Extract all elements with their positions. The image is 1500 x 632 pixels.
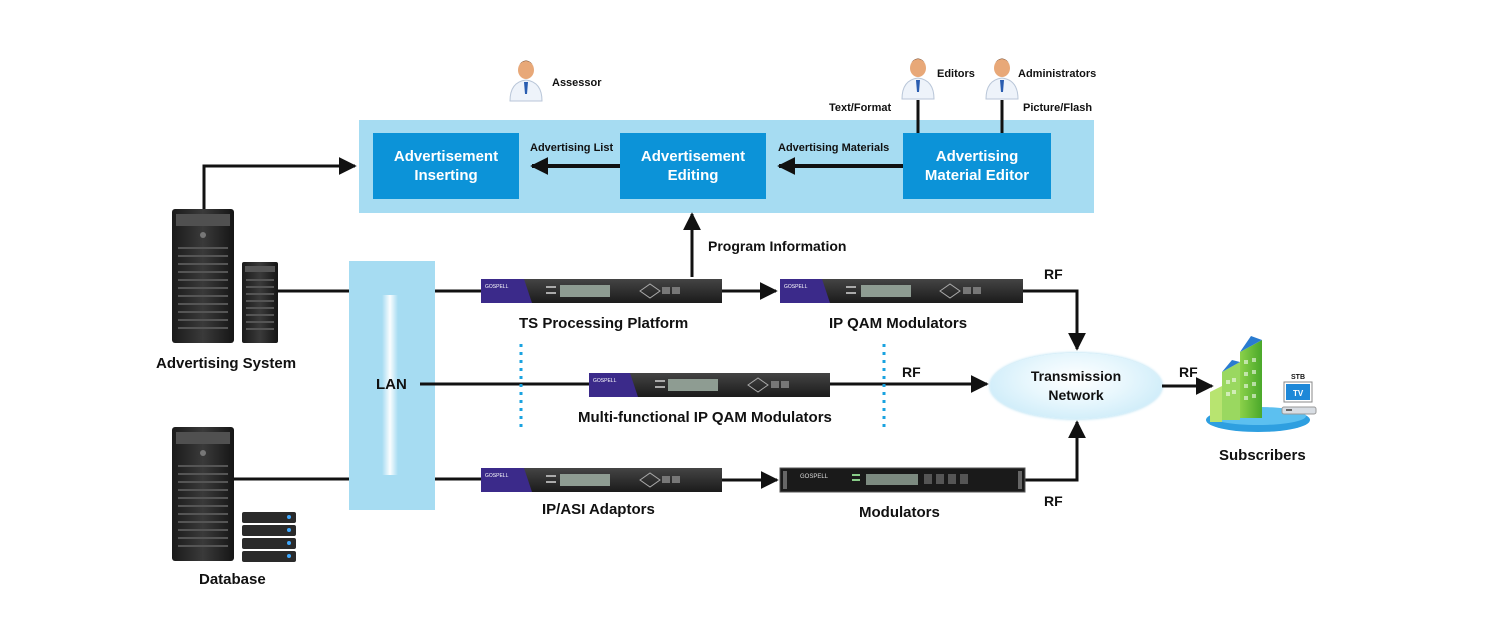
assessor-person-icon <box>509 60 543 102</box>
advertising-list-label: Advertising List <box>530 142 614 154</box>
program-information-label: Program Information <box>708 238 847 254</box>
subscribers-label: Subscribers <box>1219 447 1306 464</box>
modulator-device-brand: GOSPELL <box>800 474 829 480</box>
advertising-material-editor-box: Advertising Material Editor <box>903 133 1051 199</box>
modulator-device: GOSPELL <box>779 467 1026 493</box>
transmission-network-ellipse: Transmission Network <box>990 353 1162 419</box>
database-server-tower <box>172 427 234 561</box>
ipasi-device-brand: GOSPELL <box>485 473 509 479</box>
rf-label-bottom: RF <box>1044 493 1063 509</box>
advertisement-inserting-box: Advertisement Inserting <box>373 133 519 199</box>
picture-flash-label: Picture/Flash <box>1023 102 1093 114</box>
advertising-system-label: Advertising System <box>156 355 297 372</box>
qam-device-brand: GOSPELL <box>784 284 808 290</box>
text-format-label: Text/Format <box>829 102 892 114</box>
arrow-rf-bottom <box>1023 420 1086 482</box>
ts-processing-device: GOSPELL <box>481 279 722 303</box>
set-top-box-icon <box>1281 406 1317 415</box>
rf-label-top: RF <box>1044 266 1063 282</box>
ts-device-brand: GOSPELL <box>485 284 509 290</box>
lan-glow <box>382 295 398 475</box>
transmission-network-label: Transmission Network <box>1030 368 1122 403</box>
ip-asi-adaptors-label: IP/ASI Adaptors <box>542 501 655 518</box>
arrow-adsystem-to-panel <box>202 157 357 210</box>
subscribers-building-icon <box>1206 336 1310 432</box>
arrow-rf-top <box>1023 289 1086 351</box>
advertising-server-small <box>242 262 278 343</box>
lan-label: LAN <box>376 376 407 393</box>
rf-label-middle: RF <box>902 364 921 380</box>
editors-person-icon <box>901 58 935 100</box>
administrators-person-icon <box>985 58 1019 100</box>
tv-icon: TV STB <box>1283 374 1313 403</box>
advertisement-editing-label: Advertisement Editing <box>640 148 746 184</box>
tv-text: TV <box>1293 389 1304 398</box>
ts-processing-platform-label: TS Processing Platform <box>519 315 689 332</box>
ip-qam-modulator-device: GOSPELL <box>780 279 1023 303</box>
advertisement-inserting-label: Advertisement Inserting <box>393 148 499 184</box>
advertising-material-editor-label: Advertising Material Editor <box>924 148 1030 184</box>
rf-label-subscribers: RF <box>1179 364 1198 380</box>
advertising-server-tower <box>172 209 234 343</box>
ip-qam-modulators-label: IP QAM Modulators <box>829 315 968 332</box>
advertisement-editing-box: Advertisement Editing <box>620 133 766 199</box>
ip-asi-adaptor-device: GOSPELL <box>481 468 722 492</box>
multi-functional-device: GOSPELL <box>589 373 830 397</box>
database-storage-stack <box>242 512 296 562</box>
assessor-label: Assessor <box>552 77 602 89</box>
multi-functional-label: Multi-functional IP QAM Modulators <box>578 409 832 426</box>
administrators-label: Administrators <box>1018 68 1097 80</box>
advertising-materials-label: Advertising Materials <box>778 142 890 154</box>
modulators-label: Modulators <box>859 504 940 521</box>
database-label: Database <box>199 571 266 588</box>
multi-device-brand: GOSPELL <box>593 378 617 384</box>
stb-text: STB <box>1291 374 1305 381</box>
editors-label: Editors <box>937 68 975 80</box>
